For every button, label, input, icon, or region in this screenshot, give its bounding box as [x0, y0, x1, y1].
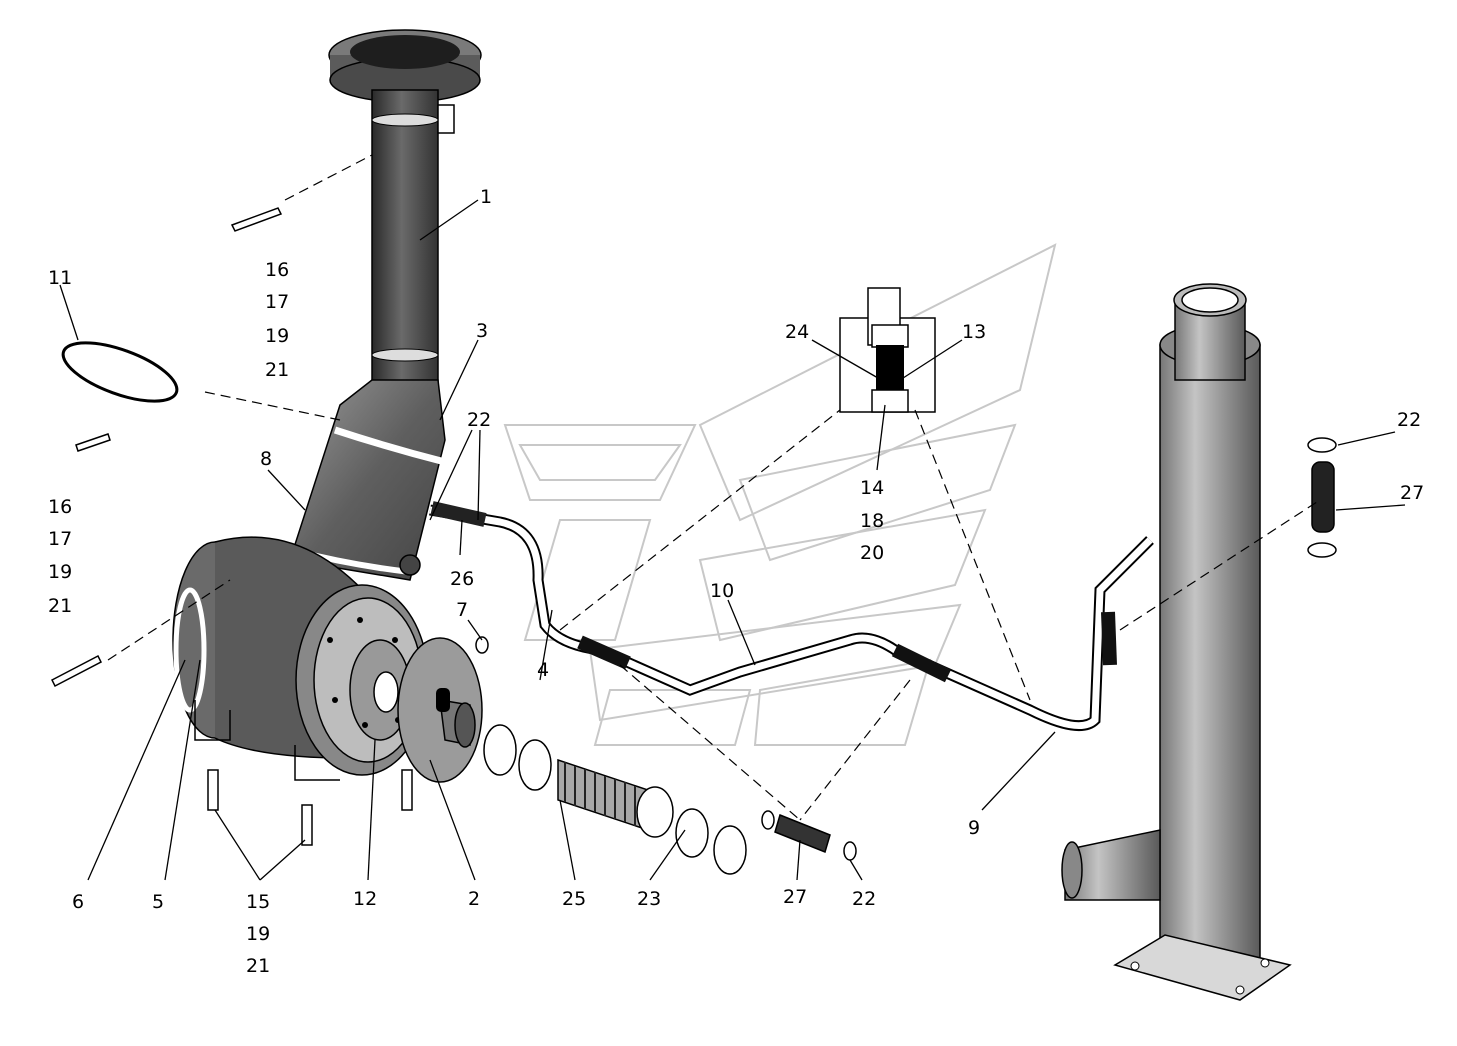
callout-21-a: 21 — [265, 359, 289, 381]
callout-18: 18 — [860, 510, 884, 532]
detail-inset — [839, 287, 936, 413]
breather-tube — [429, 501, 1154, 732]
callout-6: 6 — [72, 891, 84, 913]
callout-26: 26 — [450, 568, 474, 590]
exhaust-stack — [1061, 283, 1292, 1001]
callout-5: 5 — [152, 891, 164, 913]
callout-1: 1 — [480, 186, 492, 208]
air-cleaner-housing — [172, 536, 429, 781]
hose-clamps-and-bellows — [483, 724, 747, 875]
callout-21-b: 21 — [48, 595, 72, 617]
callout-22-c: 22 — [852, 888, 876, 910]
callout-12: 12 — [353, 888, 377, 910]
upper-bushing — [1307, 437, 1337, 558]
callout-22-b: 22 — [1397, 409, 1421, 431]
callout-27-b: 27 — [783, 886, 807, 908]
callout-17-a: 17 — [265, 291, 289, 313]
callout-19-c: 19 — [246, 923, 270, 945]
watermark-logo — [503, 243, 1057, 746]
callout-10: 10 — [710, 580, 734, 602]
callout-19-b: 19 — [48, 561, 72, 583]
callout-22-a: 22 — [467, 409, 491, 431]
outlet-cover — [397, 637, 483, 783]
callout-20: 20 — [860, 542, 884, 564]
intake-pipe — [328, 29, 482, 411]
callout-13: 13 — [962, 321, 986, 343]
callout-27-a: 27 — [1400, 482, 1424, 504]
lower-bushing — [761, 810, 857, 861]
callout-24: 24 — [785, 321, 809, 343]
callout-15: 15 — [246, 891, 270, 913]
callout-labels: 1 3 11 16 17 19 21 8 16 17 19 21 22 26 7… — [48, 186, 1424, 977]
callout-8: 8 — [260, 448, 272, 470]
assembly-dash-lines — [107, 154, 1321, 821]
callout-16-a: 16 — [265, 259, 289, 281]
callout-9: 9 — [968, 817, 980, 839]
callout-25: 25 — [562, 888, 586, 910]
callout-21-c: 21 — [246, 955, 270, 977]
callout-23: 23 — [637, 888, 661, 910]
callout-11: 11 — [48, 267, 72, 289]
callout-4: 4 — [537, 659, 549, 681]
callout-2: 2 — [468, 888, 480, 910]
callout-19-a: 19 — [265, 325, 289, 347]
callout-17-b: 17 — [48, 528, 72, 550]
callout-3: 3 — [476, 320, 488, 342]
callout-7: 7 — [456, 599, 468, 621]
callout-14: 14 — [860, 477, 884, 499]
fasteners — [50, 207, 489, 846]
elbow-connector — [289, 379, 446, 581]
leader-lines — [59, 199, 1406, 881]
callout-16-b: 16 — [48, 496, 72, 518]
